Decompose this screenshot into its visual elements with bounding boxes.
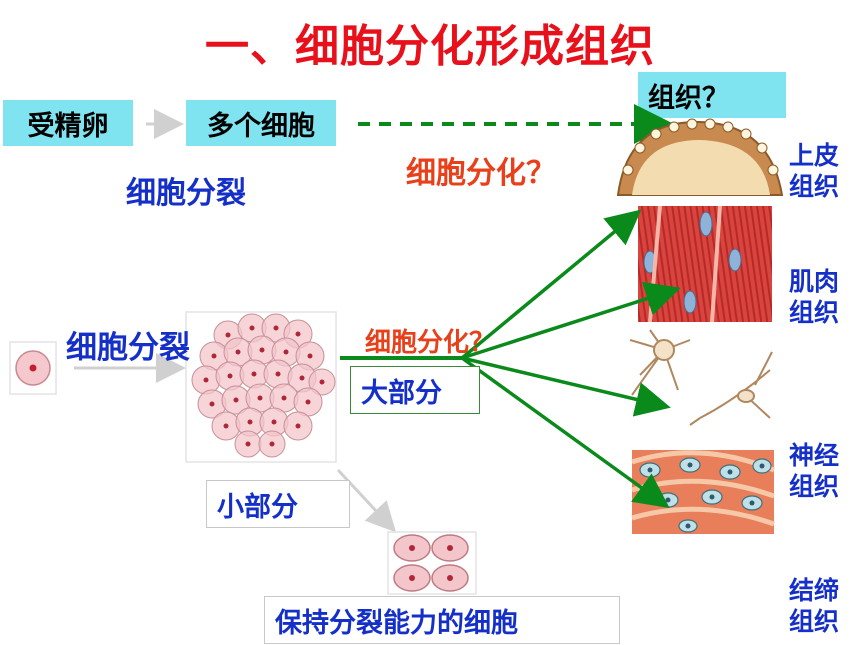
minority-box: 小部分 <box>206 480 350 528</box>
connective-tissue-image <box>631 450 775 534</box>
dividing-cells-image <box>387 531 477 595</box>
muscle-tissue-image <box>638 205 772 323</box>
lower-differentiation-label: 细胞分化？ <box>365 328 496 358</box>
zygote-box: 受精卵 <box>3 100 133 146</box>
top-division-label: 细胞分裂 <box>126 176 246 211</box>
arrow-to-epithelial <box>460 209 642 360</box>
nerve-line1: 神经 <box>789 441 840 470</box>
connective-line2: 组织 <box>789 607 840 636</box>
epithelial-tissue-image <box>616 118 784 196</box>
nerve-line2: 组织 <box>789 472 840 501</box>
cell-cluster-image <box>185 311 337 463</box>
arrow-to-connective <box>460 356 670 509</box>
nerve-tissue-image <box>629 329 773 426</box>
dividing-cells-box: 保持分裂能力的细胞 <box>264 596 620 644</box>
epithelial-tissue-label: 上皮 组织 <box>789 140 849 202</box>
lower-division-label: 细胞分裂 <box>66 330 190 366</box>
connective-line1: 结缔 <box>789 576 840 605</box>
single-cell-image <box>9 341 57 395</box>
page-title: 一、细胞分化形成组织 <box>205 21 655 72</box>
top-differentiation-label: 细胞分化？ <box>406 156 556 191</box>
majority-box: 大部分 <box>350 366 480 414</box>
arrow-to-nerve <box>461 356 671 417</box>
connective-tissue-label: 结缔 组织 <box>789 575 849 637</box>
many-cells-box: 多个细胞 <box>186 100 336 146</box>
cluster-to-dividing-arrow <box>336 468 397 533</box>
muscle-line2: 组织 <box>789 298 840 327</box>
epithelial-line1: 上皮 <box>789 141 840 170</box>
epithelial-line2: 组织 <box>789 172 840 201</box>
muscle-tissue-label: 肌肉 组织 <box>789 266 849 328</box>
muscle-line1: 肌肉 <box>789 267 840 296</box>
arrow-to-muscle <box>461 281 681 360</box>
nerve-tissue-label: 神经 组织 <box>789 440 849 502</box>
